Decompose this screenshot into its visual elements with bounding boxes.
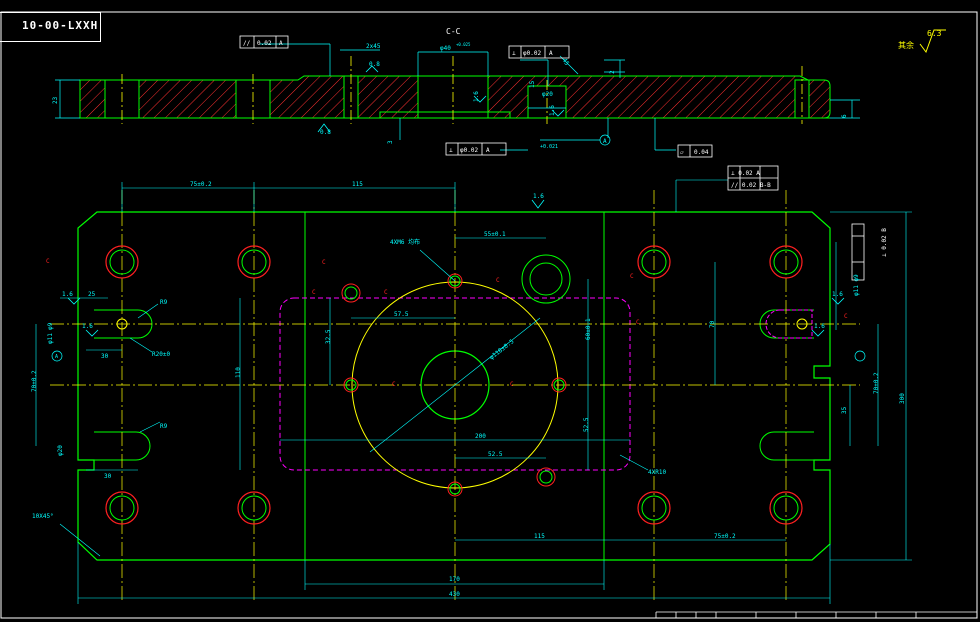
dim-115-top: 115 [352, 181, 363, 188]
svg-text:C: C [844, 313, 848, 320]
dim-25: 25 [88, 291, 96, 298]
dim-small-left-2: φ11 [47, 333, 54, 344]
svg-text:C: C [312, 289, 316, 296]
dim-r16-right: 1.6 [832, 291, 843, 298]
tol-frame-3-value: φ0.02 [460, 147, 478, 154]
svg-text:C: C [510, 381, 514, 388]
dim-r16a: 1.6 [473, 91, 480, 102]
dim-115-bottom: 115 [534, 533, 545, 540]
dim-r16-left2: 1.6 [82, 323, 93, 330]
tol-frame-3-datum: A [486, 147, 490, 154]
dim-depth: 15 [529, 80, 536, 88]
dim-chamfer: 45 [561, 57, 571, 67]
bolt-circle-holes [343, 273, 567, 497]
dim-430: 430 [449, 591, 460, 598]
dim-r16-left: 1.6 [62, 291, 73, 298]
tol-frame-3-symbol: ⊥ [449, 147, 453, 154]
dim-75-left: 75±0.2 [190, 181, 212, 188]
tol-frame-1-symbol: // [243, 40, 251, 47]
dim-r08b: 0.8 [320, 129, 331, 136]
sheet-border [0, 11, 978, 619]
tol-right-2: // 0.02 B-B [731, 182, 771, 189]
dim-35: 35 [841, 406, 848, 414]
dim-70-left: 70±0.2 [31, 370, 38, 392]
roughness-value: 6.3 [927, 29, 942, 38]
dim-small-left-1: φ9 [47, 322, 54, 330]
dim-70-right: 70±0.2 [873, 372, 880, 394]
svg-text:C: C [392, 381, 396, 388]
tol-vertical: ⊥ 0.02 B [881, 228, 888, 257]
dim-200: 200 [475, 433, 486, 440]
dim-small-right: φ11 φ9 [853, 274, 860, 296]
plan-view: C C C C C C C C C C [31, 165, 912, 604]
dim-small-h: 2 [609, 70, 616, 74]
dim-chamfer: 10X45° [32, 513, 54, 520]
datum-a-circle [599, 134, 611, 146]
datum-a-plan: A [55, 354, 58, 360]
roughness-general: 6.3 其余 [898, 29, 946, 54]
section-view: C-C [52, 27, 860, 158]
dim-575: 57.5 [394, 311, 409, 318]
tol-frame-2-symbol: ⊥ [512, 50, 516, 57]
dim-300: 300 [899, 393, 906, 404]
dim-slot: 2x45 [366, 43, 381, 50]
svg-text:C: C [630, 273, 634, 280]
dim-bore-tol: +0.025 [456, 42, 471, 47]
plate-outline [77, 211, 831, 561]
dim-d20: φ20 [57, 445, 64, 456]
dim-r16-right2: 1.6 [814, 323, 825, 330]
dim-30-top: 30 [101, 353, 109, 360]
dim-bore: φ40 [440, 45, 451, 52]
tol-frame-4-value: 0.04 [694, 149, 709, 156]
dim-r9-bottom: R9 [160, 423, 168, 430]
dim-corner-r: 4XR10 [648, 469, 666, 476]
section-mark-c: C [46, 258, 50, 265]
svg-text:C: C [636, 319, 640, 326]
section-label: C-C [446, 27, 461, 36]
dim-525-bottom: 52.5 [488, 451, 503, 458]
pocket-outline [279, 297, 631, 471]
corner-holes [105, 245, 803, 525]
dim-holes: 4XM6 均布 [390, 238, 420, 246]
dim-110: 110 [235, 367, 242, 378]
svg-text:C: C [322, 259, 326, 266]
tol-frame-2-datum: A [549, 50, 553, 57]
dim-thickness: 23 [52, 96, 59, 104]
dim-525-right: 52.5 [583, 417, 590, 432]
tol-frame-1-datum: A [279, 40, 283, 47]
dim-left-3: 3 [387, 140, 394, 144]
tol-frame-4-symbol: ▱ [680, 149, 684, 156]
title-block-edge [655, 611, 977, 618]
dim-55: 55±0.1 [484, 231, 506, 238]
tol-right-1: ⊥ 0.02 A [731, 170, 760, 177]
tol-frame-2-value: φ0.02 [523, 50, 541, 57]
dim-bore2-tol: +0.021 [540, 144, 558, 150]
dim-60: 60±0.1 [585, 318, 592, 340]
datum-a-top: A [603, 138, 607, 145]
dim-70: 70 [709, 320, 716, 328]
svg-text:C: C [384, 289, 388, 296]
dim-30-bottom: 30 [104, 473, 112, 480]
dim-phi-circle: φ118±0.5 [488, 338, 515, 362]
tol-frame-1-value: 0.02 [257, 40, 272, 47]
dim-75-right: 75±0.2 [714, 533, 736, 540]
dim-170: 170 [449, 576, 460, 583]
dim-bore2: φ20 [542, 91, 553, 98]
dim-r16-top: 1.6 [533, 193, 544, 200]
drawing-number: 10-00-LXXH [22, 19, 99, 32]
dim-325: 32.5 [325, 329, 332, 344]
dim-r08: 0.8 [369, 61, 380, 68]
roughness-note: 其余 [898, 40, 914, 50]
dim-r2010: R20±0 [152, 351, 170, 358]
dim-right-h: 6 [841, 114, 848, 118]
svg-text:C: C [496, 277, 500, 284]
dim-r9-top: R9 [160, 299, 168, 306]
